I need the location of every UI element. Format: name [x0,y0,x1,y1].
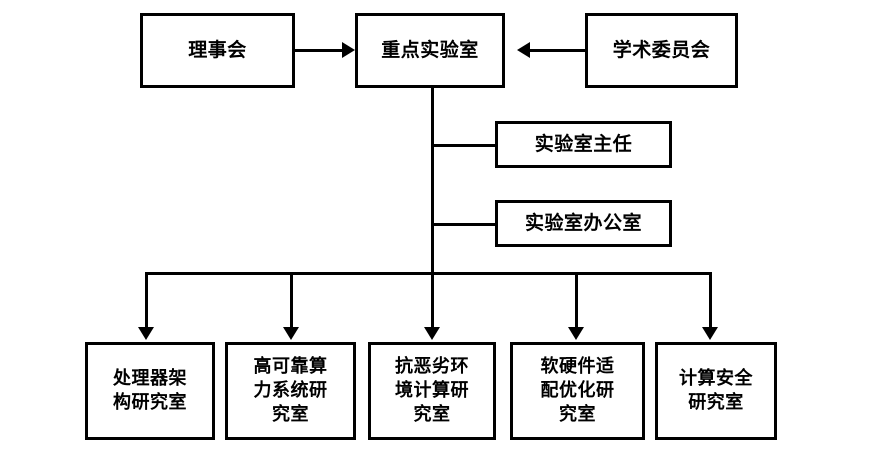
node-lab-director-label: 实验室主任 [534,133,633,156]
droplink-harsh-environment [431,272,434,328]
node-sw-hw-adaptation-label: 软硬件适 配优化研 究室 [540,355,615,426]
node-compute-security-label: 计算安全 研究室 [679,367,753,413]
node-key-lab-label: 重点实验室 [381,39,479,62]
node-academic-committee-label: 学术委员会 [612,39,711,62]
connector-trunk-to-lab-director [431,144,497,147]
arrowhead-board-to-key-lab [342,42,355,58]
droplink-sw-hw-adaptation [575,272,578,328]
node-reliable-compute-label: 高可靠算 力系统研 究室 [253,355,328,426]
node-board: 理事会 [140,13,295,88]
arrowhead-harsh-environment [424,327,440,340]
trunk-line-main [431,88,434,275]
arrowhead-reliable-compute [283,327,299,340]
node-harsh-environment-label: 抗恶劣环 境计算研 究室 [395,355,469,426]
connector-trunk-to-lab-office [431,223,497,226]
node-reliable-compute: 高可靠算 力系统研 究室 [225,342,356,440]
node-lab-office: 实验室办公室 [495,200,672,247]
droplink-compute-security [709,272,712,328]
node-harsh-environment: 抗恶劣环 境计算研 究室 [368,342,496,440]
droplink-reliable-compute [290,272,293,328]
arrowhead-processor-arch [138,327,154,340]
arrowhead-compute-security [702,327,718,340]
connector-academic-to-key-lab [530,49,585,52]
arrowhead-academic-to-key-lab [517,42,530,58]
droplink-processor-arch [145,272,148,328]
connector-board-to-key-lab [295,49,343,52]
node-key-lab: 重点实验室 [355,13,505,88]
arrowhead-sw-hw-adaptation [568,327,584,340]
distribution-bus [146,272,712,275]
node-processor-arch: 处理器架 构研究室 [85,342,215,440]
node-processor-arch-label: 处理器架 构研究室 [113,367,187,413]
node-lab-director: 实验室主任 [495,121,672,168]
node-academic-committee: 学术委员会 [585,13,738,88]
node-sw-hw-adaptation: 软硬件适 配优化研 究室 [510,342,645,440]
node-compute-security: 计算安全 研究室 [655,342,777,440]
node-lab-office-label: 实验室办公室 [524,212,642,235]
node-board-label: 理事会 [188,39,247,62]
